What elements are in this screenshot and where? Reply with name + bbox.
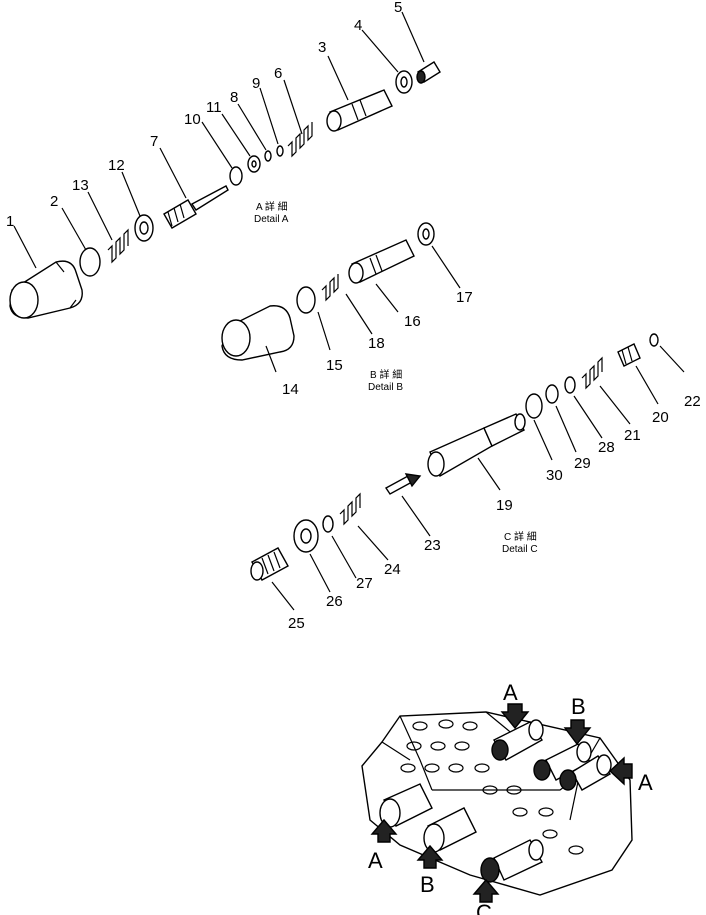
part-20-plug [617,343,641,367]
part-2-oring [79,247,101,277]
arrow-a-left [370,818,398,843]
part-1-cap [9,260,83,319]
callout-28: 28 [598,439,615,456]
callout-9: 9 [252,75,260,92]
arrow-a-right [608,756,633,786]
part-29-ring [545,384,559,404]
arrow-c-bottom [472,878,500,903]
marker-b-top: B [571,694,586,719]
callout-26: 26 [326,593,343,610]
part-11-washer [247,155,261,173]
callout-19: 19 [496,497,513,514]
part-24-spring [339,492,361,526]
callout-10: 10 [184,111,201,128]
callout-20: 20 [652,409,669,426]
part-21-spring [581,356,603,390]
callout-7: 7 [150,133,158,150]
arrow-b-top [563,719,592,746]
part-25-plug [250,547,289,581]
callout-25: 25 [288,615,305,632]
callout-11: 11 [206,99,222,116]
callout-23: 23 [424,537,441,554]
cylinder-b-bottom [423,807,477,853]
cylinder-c-bottom [480,839,544,883]
valve-ports [400,719,584,855]
callout-15: 15 [326,357,343,374]
part-9-ring [276,145,284,157]
cylinder-a-top [491,719,544,761]
callout-12: 12 [108,157,125,174]
part-26-nut [293,519,319,553]
callout-27: 27 [356,575,373,592]
callout-6: 6 [274,65,282,82]
arrow-b-bottom [416,844,444,869]
assembly-arrows [370,703,633,903]
callout-13: 13 [72,177,89,194]
detail-a-en: Detail A [254,214,289,225]
part-10-ring [229,166,243,186]
detail-captions: A 詳 細 Detail A B 詳 細 Detail B C 詳 細 Deta… [254,200,538,555]
part-4-nut [395,70,413,94]
part-7-spool [163,185,229,229]
detail-b-jp: B 詳 細 [370,368,402,381]
callout-8: 8 [230,89,238,106]
arrow-a-top [500,703,530,730]
callout-3: 3 [318,39,326,56]
part-6-spring [287,122,313,158]
detail-b-en: Detail B [368,382,403,393]
valve-assembly [361,711,633,896]
callout-16: 16 [404,313,421,330]
callout-numbers: 1 2 3 4 5 6 7 8 9 10 11 12 13 14 15 16 1… [6,0,701,632]
part-5-plug [416,61,441,84]
leader-lines [13,11,685,611]
marker-b-bottom: B [420,872,435,897]
marker-a-left: A [368,848,383,873]
part-23-pin [384,473,422,495]
callout-2: 2 [50,193,58,210]
part-13-spring [107,228,129,264]
callout-24: 24 [384,561,401,578]
detail-c-en: Detail C [502,544,538,555]
callout-21: 21 [624,427,641,444]
part-14-cap [221,305,295,361]
part-18-spring [321,274,339,302]
cylinder-a-right [559,754,612,791]
detail-a-jp: A 詳 細 [256,200,288,213]
part-19-body [427,413,526,478]
detail-c-jp: C 詳 細 [504,530,537,543]
cylinder-a-left [379,783,433,828]
part-8-ring [264,150,272,162]
part-28-ring [564,376,576,394]
part-27-ring [322,515,334,533]
assembly-markers: A B A A B C [368,680,653,915]
callout-17: 17 [456,289,473,306]
cylinder-b-top [533,741,592,781]
part-30-ring [525,393,543,419]
callout-5: 5 [394,0,402,16]
callout-29: 29 [574,455,591,472]
part-22-ring [649,333,659,347]
marker-a-top: A [503,680,518,705]
marker-a-right: A [638,770,653,795]
part-16-sleeve [348,239,415,284]
part-15-oring [296,286,316,314]
marker-c-bottom: C [476,900,492,915]
part-12-nut [134,214,154,242]
callout-22: 22 [684,393,701,410]
callout-18: 18 [368,335,385,352]
callout-30: 30 [546,467,563,484]
callout-14: 14 [282,381,299,398]
callout-1: 1 [6,213,14,230]
callout-4: 4 [354,17,362,34]
part-17-nut [417,222,435,246]
part-3-sleeve [326,89,393,132]
